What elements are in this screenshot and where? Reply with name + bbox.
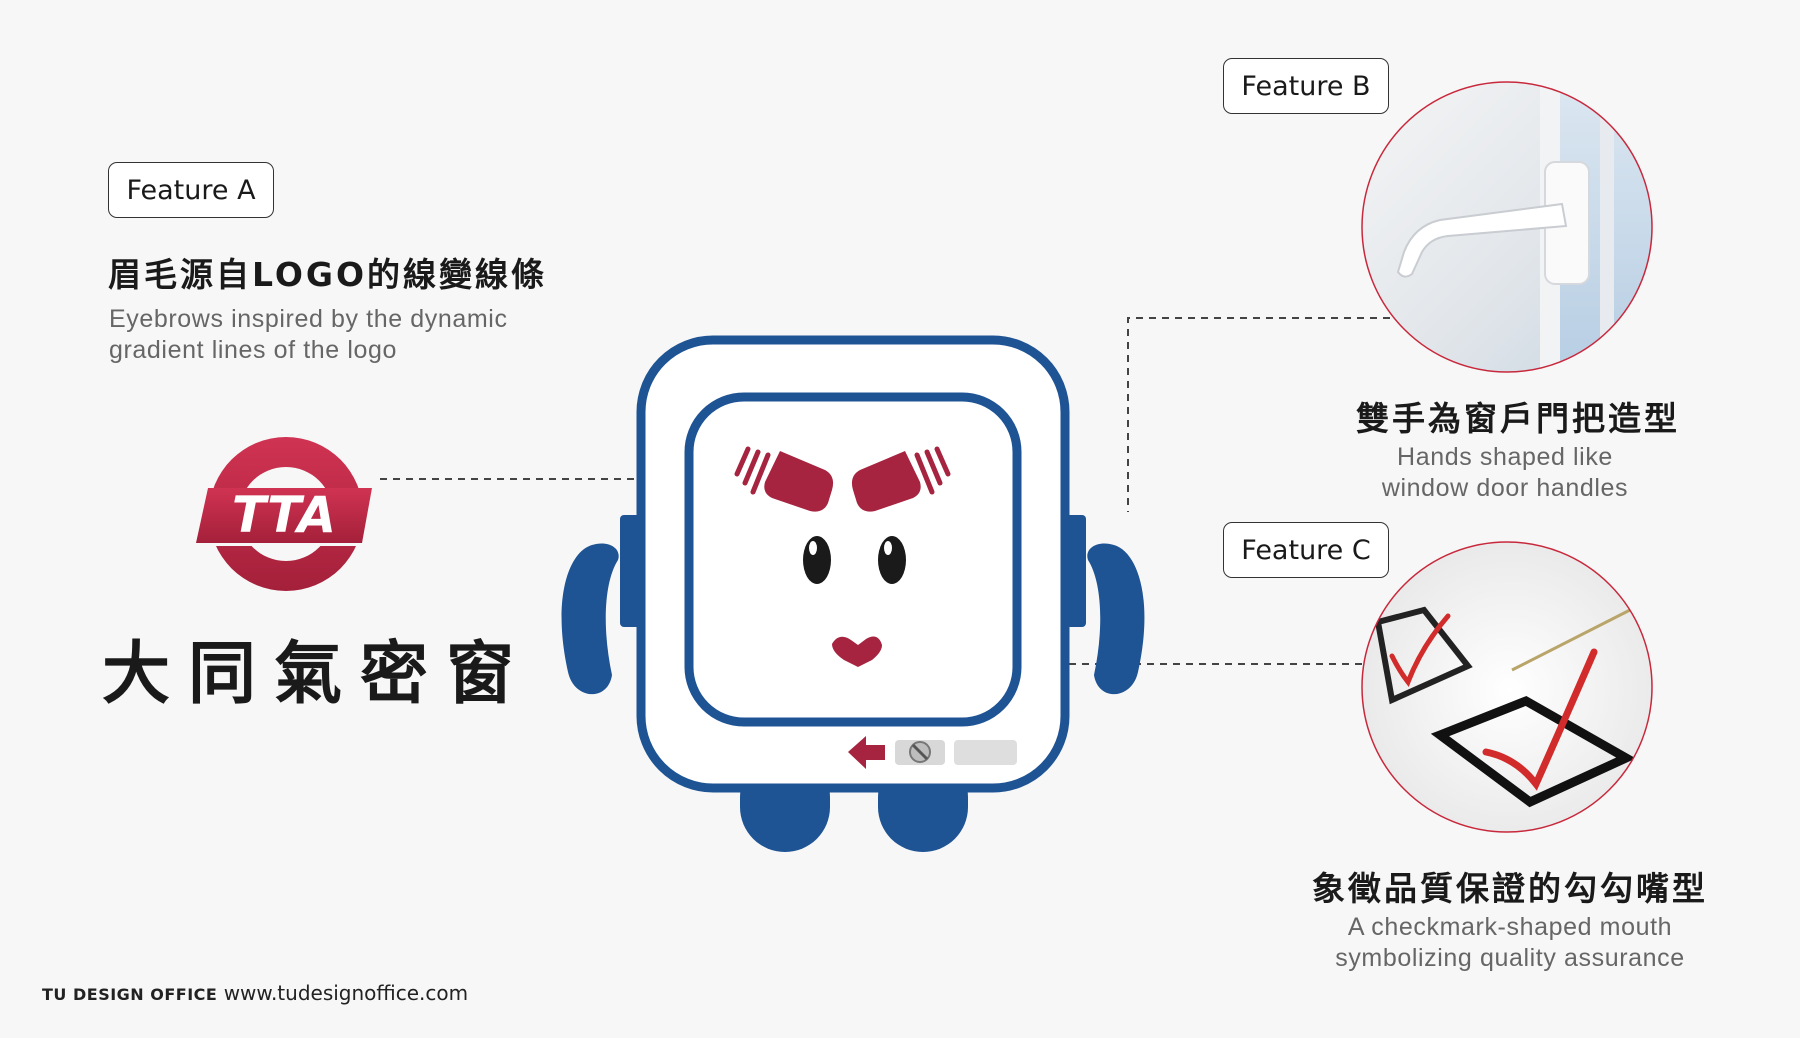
mascot <box>561 335 1145 852</box>
feature-b-desc-line1: Hands shaped like <box>1397 443 1613 471</box>
feature-a-tag: Feature A <box>108 162 274 218</box>
footer-url[interactable]: www.tudesignoffice.com <box>223 981 469 1005</box>
mascot-left-eye <box>803 536 831 584</box>
leader-line-hand <box>1127 317 1390 512</box>
feature-c-desc-line2: symbolizing quality assurance <box>1335 944 1685 972</box>
mascot-left-hand <box>561 543 619 695</box>
mascot-mouth <box>832 636 882 667</box>
brand-name: 大同氣密窗 <box>102 635 533 714</box>
window-handle-photo <box>1362 82 1652 372</box>
feature-a-title: 眉毛源自LOGO的線變線條 <box>108 255 548 294</box>
feature-c-title: 象徵品質保證的勾勾嘴型 <box>1312 869 1708 908</box>
feature-c-tag: Feature C <box>1223 522 1389 578</box>
mascot-arrow-icon <box>848 736 885 769</box>
tta-logo: TTA <box>196 437 372 591</box>
feature-b-circle-border <box>1361 81 1653 373</box>
mascot-right-eyebrow <box>851 446 951 512</box>
mascot-left-eyebrow <box>734 446 834 512</box>
mascot-right-hand <box>1087 543 1145 695</box>
feature-a-desc-line1: Eyebrows inspired by the dynamic <box>109 305 508 333</box>
feature-b-tag: Feature B <box>1223 58 1389 114</box>
feature-a-desc-line2: gradient lines of the logo <box>109 336 398 364</box>
footer: TU DESIGN OFFICE www.tudesignoffice.com <box>42 981 468 1005</box>
feature-c-desc-line1: A checkmark-shaped mouth <box>1347 913 1673 941</box>
feature-b-desc-line2: window door handles <box>1381 474 1629 502</box>
footer-studio: TU DESIGN OFFICE <box>42 985 218 1004</box>
checkbox-checkmark-photo <box>1362 542 1652 832</box>
feature-b-title: 雙手為窗戶門把造型 <box>1356 399 1680 438</box>
mascot-face-window <box>684 392 1022 727</box>
feature-c-circle-border <box>1361 541 1653 833</box>
tta-logo-text: TTA <box>232 486 336 544</box>
mascot-right-eye <box>878 536 906 584</box>
